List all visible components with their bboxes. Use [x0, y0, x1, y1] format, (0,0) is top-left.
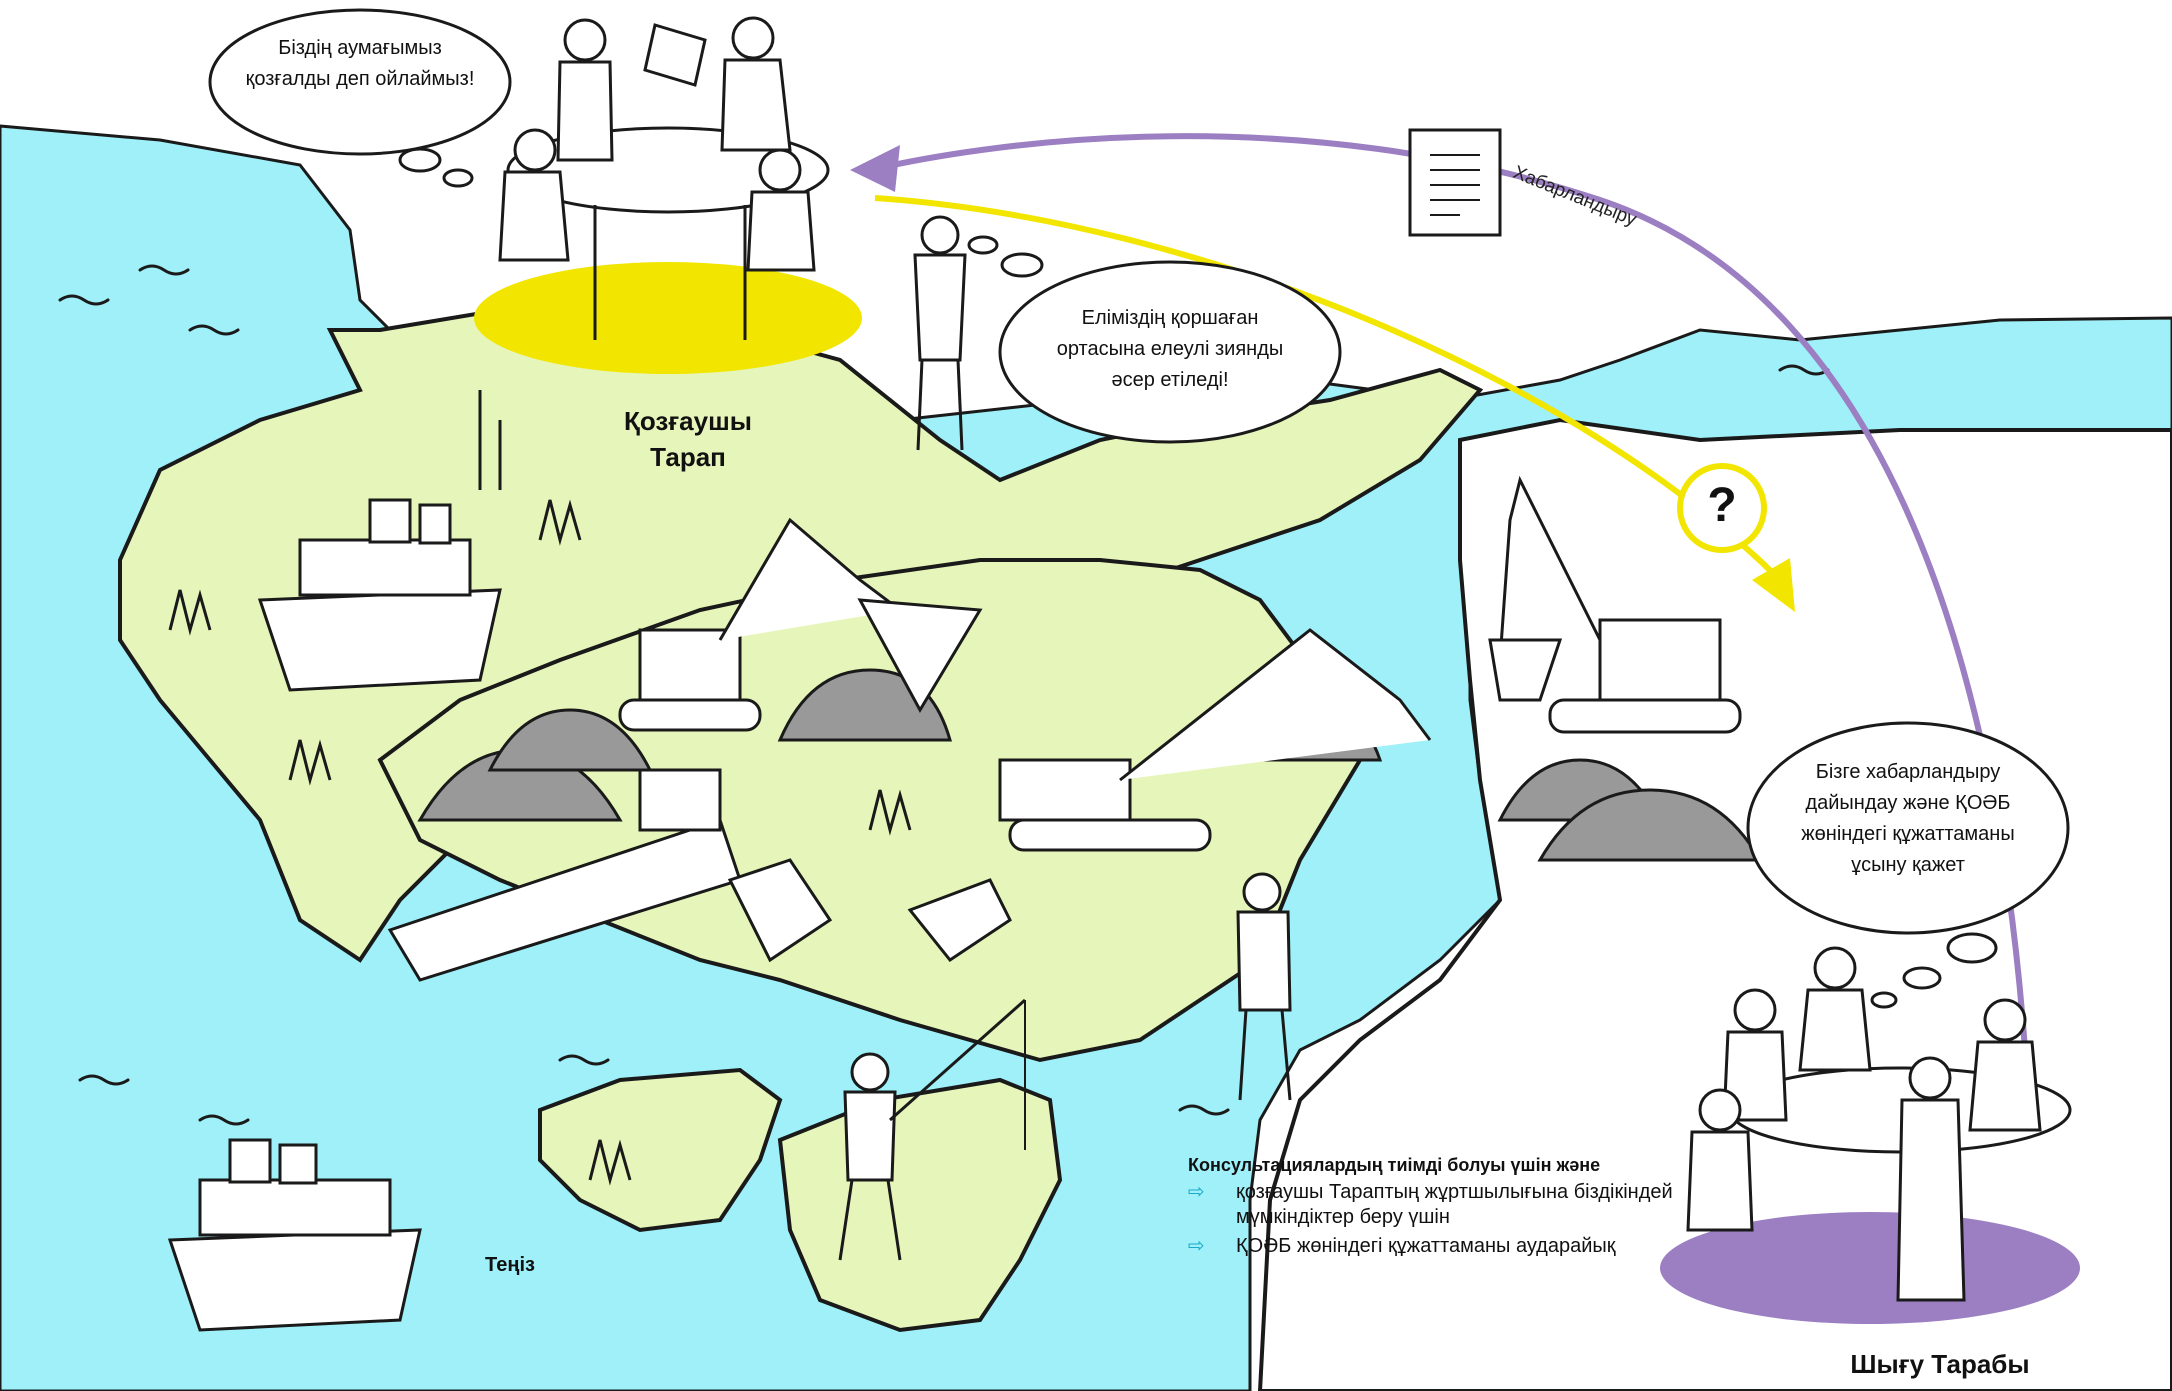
notification-arrowhead: [850, 145, 900, 192]
initiator-thought-text: Біздің аумағымыз қозғалды деп ойлаймыз!: [245, 37, 475, 90]
sea-label: Теңіз: [485, 1254, 535, 1276]
ducks: [727, 858, 1012, 963]
standing-person: [1236, 872, 1292, 1101]
consultation-list: ⇨ қозғаушы Тараптың жұртшылығына біздікін…: [1188, 1180, 1688, 1259]
excavator-middle: [998, 628, 1432, 852]
origin-party-label: Шығу Тарабы: [1850, 1349, 2030, 1379]
affected-party-meeting: [498, 16, 830, 340]
arrow-right-icon: ⇨: [1188, 1235, 1205, 1257]
observer-person: [913, 215, 967, 451]
affected-party-highlight: [474, 262, 862, 374]
fisherman: [838, 998, 1026, 1261]
grass-tufts: [168, 390, 912, 1186]
land-small-island: [538, 1067, 783, 1233]
origin-party-meeting: [1686, 946, 2072, 1302]
consultation-item: ⇨ ҚОӘБ жөніндегі құжаттаманы аударайық: [1188, 1234, 1688, 1259]
cruise-ship-lower: [167, 1138, 422, 1332]
excavator-right: [1488, 475, 1742, 734]
observer-thought-text: Еліміздің қоршаған ортасына елеулі зиянд…: [1056, 307, 1284, 391]
consultation-item-text: ҚОӘБ жөніндегі құжаттаманы аударайық: [1236, 1235, 1616, 1257]
cruise-ship-upper: [257, 498, 502, 692]
question-arrowhead: [1752, 558, 1795, 612]
question-circle: [1677, 463, 1767, 553]
question-mark: ?: [1707, 479, 1737, 532]
consultation-heading: Консультациялардың тиімді болуы үшін жән…: [1188, 1155, 1601, 1175]
excavator-left: [618, 517, 983, 732]
cargo-ship: [387, 768, 742, 982]
consultation-item-text: қозғаушы Тараптың жұртшылығына біздікінд…: [1236, 1181, 1673, 1228]
bubble-observer: [967, 235, 1342, 444]
document-icon: [1408, 128, 1502, 237]
water-waves: [58, 264, 1830, 1126]
bubble-origin: [1746, 721, 2070, 1009]
arrow-right-icon: ⇨: [1188, 1181, 1205, 1203]
consultation-item: ⇨ қозғаушы Тараптың жұртшылығына біздікін…: [1188, 1180, 1688, 1230]
origin-thought-text: Бізге хабарландыру дайындау және ҚОӘБ жө…: [1801, 761, 2015, 876]
affected-party-label: Қозғаушы Тарап: [624, 406, 752, 472]
consultation-note: Консультациялардың тиімді болуы үшін жән…: [1188, 1152, 1688, 1263]
origin-party-highlight: [1660, 1212, 2080, 1324]
bubble-initiator: [208, 8, 512, 188]
